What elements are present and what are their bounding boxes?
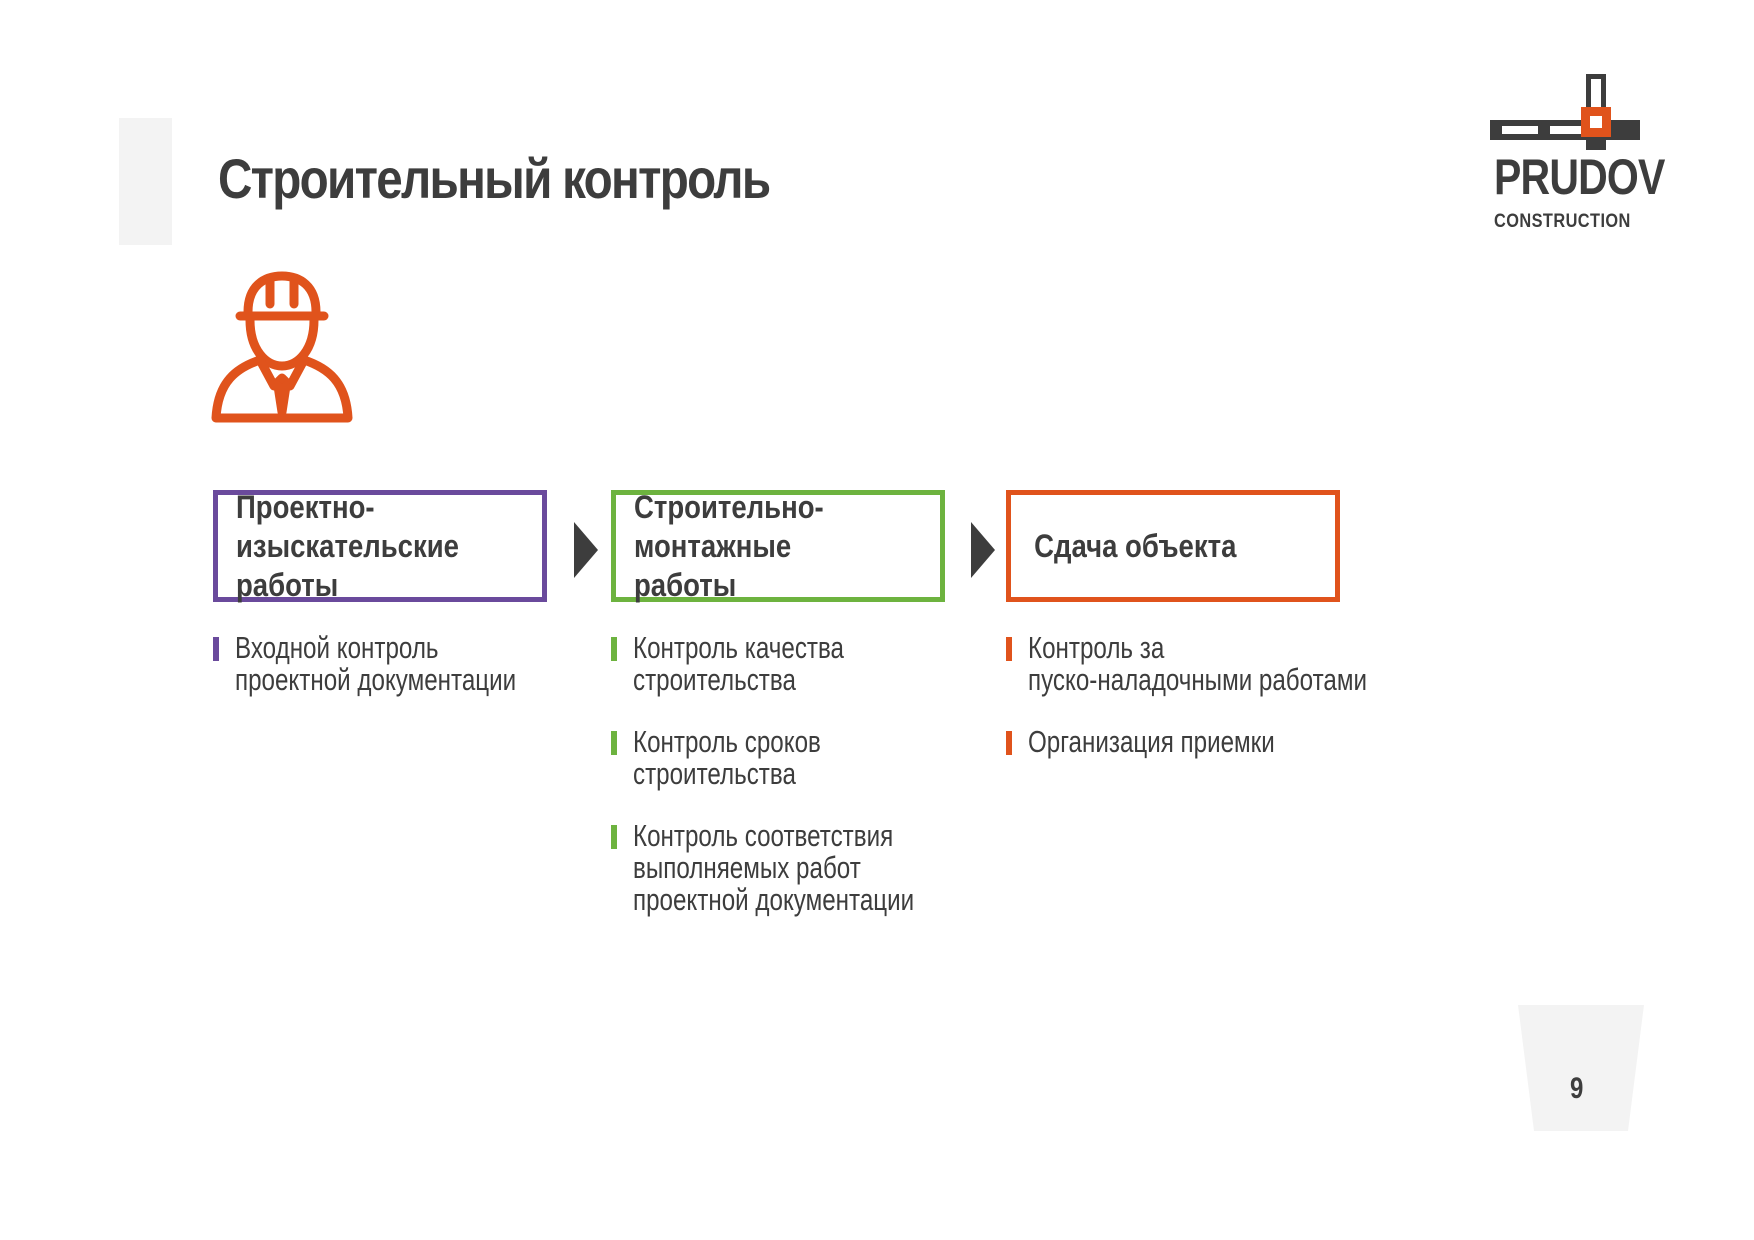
stage-box-construction-installation: Строительно-монтажные работы xyxy=(611,488,945,603)
logo-subtitle: CONSTRUCTION xyxy=(1494,211,1631,232)
arrow-right-icon xyxy=(971,522,995,578)
arrow-right-icon xyxy=(574,522,598,578)
bullet-marker xyxy=(611,731,617,755)
list-item-text: Контроль сроков строительства xyxy=(633,724,821,791)
list-item: Входной контроль проектной документации xyxy=(213,632,573,696)
stage-1-control-list: Входной контроль проектной документации xyxy=(213,632,573,726)
logo-mark-icon xyxy=(1490,74,1640,150)
list-item: Контроль за пуско-наладочными работами xyxy=(1006,632,1367,696)
stage-2-control-list: Контроль качества строительства Контроль… xyxy=(611,632,971,946)
stage-title: Сдача объекта xyxy=(1034,527,1237,564)
bullet-marker xyxy=(1006,731,1012,755)
bullet-marker xyxy=(611,825,617,849)
page-number: 9 xyxy=(1570,1072,1584,1105)
decorative-side-block xyxy=(119,118,172,245)
decorative-corner-shape xyxy=(1518,1005,1644,1131)
stage-box-handover: Сдача объекта xyxy=(1006,490,1340,602)
bullet-marker xyxy=(213,637,219,661)
company-logo: PRUDOV CONSTRUCTION xyxy=(1490,74,1665,234)
list-item: Контроль качества строительства xyxy=(611,632,971,696)
logo-wordmark: PRUDOV xyxy=(1494,149,1665,205)
stage-box-design-survey: Проектно- изыскательские работы xyxy=(213,488,547,603)
list-item-text: Контроль качества строительства xyxy=(633,630,845,697)
stage-title: Проектно- изыскательские работы xyxy=(236,488,459,603)
bullet-marker xyxy=(1006,637,1012,661)
list-item-text: Организация приемки xyxy=(1028,724,1275,759)
list-item-text: Контроль за пуско-наладочными работами xyxy=(1028,630,1367,697)
page-title: Строительный контроль xyxy=(218,147,771,210)
list-item: Контроль сроков строительства xyxy=(611,726,971,790)
stage-3-control-list: Контроль за пуско-наладочными работами О… xyxy=(1006,632,1367,788)
list-item: Организация приемки xyxy=(1006,726,1366,758)
list-item-text: Контроль соответствия выполняемых работ … xyxy=(633,818,915,917)
bullet-marker xyxy=(611,637,617,661)
list-item: Контроль соответствия выполняемых работ … xyxy=(611,820,971,916)
stage-title: Строительно-монтажные работы xyxy=(634,488,824,603)
list-item-text: Входной контроль проектной документации xyxy=(235,630,517,697)
construction-worker-icon xyxy=(210,268,354,430)
